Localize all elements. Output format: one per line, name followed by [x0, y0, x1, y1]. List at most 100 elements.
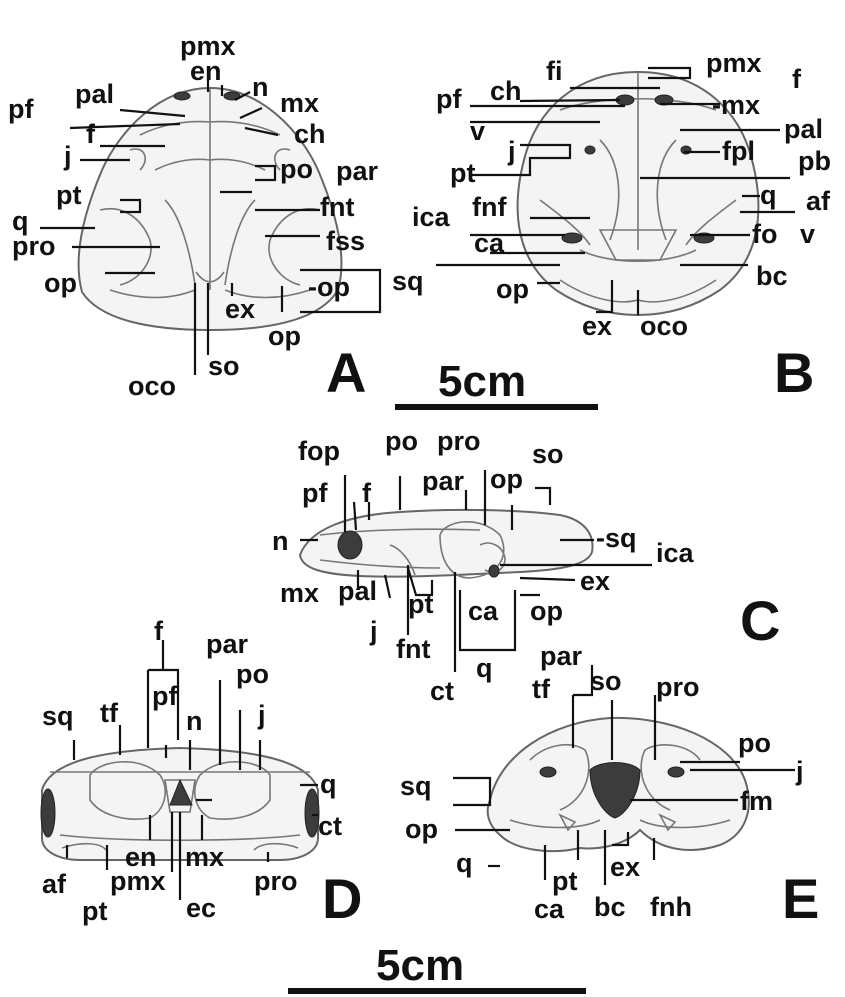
- label-a-sq: sq: [392, 266, 424, 296]
- panel-letter-a: A: [326, 341, 366, 404]
- label-b-ch: ch: [490, 76, 522, 106]
- label-a-n: n: [252, 72, 269, 102]
- label-a-en: en: [190, 56, 222, 86]
- label-e-op: op: [405, 814, 438, 844]
- label-a-pt: pt: [56, 180, 81, 210]
- panel-c: fop po pro so pf f par op n -sq ica ex m…: [272, 426, 780, 706]
- label-d-mx: mx: [185, 842, 224, 872]
- label-d-ec: ec: [186, 893, 216, 923]
- label-e-fm: fm: [740, 786, 773, 816]
- label-c-op-lower: op: [530, 596, 563, 626]
- label-d-par: par: [206, 629, 249, 659]
- label-b-ca: ca: [474, 228, 505, 258]
- label-b-pt: pt: [450, 158, 475, 188]
- panel-letter-b: B: [774, 341, 814, 404]
- label-c-ca: ca: [468, 596, 499, 626]
- panel-d-labels: f par pf po sq tf n j q ct en mx af pmx …: [42, 616, 362, 930]
- panel-c-leaders: [300, 470, 652, 672]
- panel-b-labels: pmx f fi pf ch -mx v pal j fpl pb pt q a…: [412, 48, 831, 404]
- panel-a-labels: pmx en n mx pf pal ch f j po par pt fnt …: [8, 31, 424, 404]
- label-a-j: j: [63, 141, 72, 171]
- label-a-mx: mx: [280, 88, 319, 118]
- label-b-mx: -mx: [712, 90, 760, 120]
- label-d-q: q: [320, 769, 337, 799]
- label-c-par: par: [422, 466, 465, 496]
- label-e-ex: ex: [610, 852, 640, 882]
- label-c-q: q: [476, 653, 493, 683]
- label-a-ch: ch: [294, 119, 326, 149]
- label-a-op-right: -op: [308, 272, 350, 302]
- label-c-so: so: [532, 439, 564, 469]
- scale-bar-top: 5cm: [395, 357, 598, 410]
- label-a-fss: fss: [326, 226, 365, 256]
- label-d-pro: pro: [254, 866, 298, 896]
- label-c-j: j: [369, 616, 378, 646]
- label-d-ct: ct: [318, 811, 342, 841]
- label-e-q: q: [456, 848, 473, 878]
- label-b-bc: bc: [756, 261, 788, 291]
- label-c-n: n: [272, 526, 289, 556]
- label-d-pt: pt: [82, 896, 107, 926]
- label-b-fpl: fpl: [722, 136, 755, 166]
- label-b-pal: pal: [784, 114, 823, 144]
- label-b-v-lower: v: [800, 219, 815, 249]
- label-a-q: q: [12, 206, 29, 236]
- panel-e-labels: par tf so pro po j sq fm op q ex pt ca b…: [400, 641, 819, 930]
- label-b-fnf: fnf: [472, 192, 507, 222]
- label-e-fnh: fnh: [650, 892, 692, 922]
- label-d-n: n: [186, 706, 203, 736]
- label-c-fnt: fnt: [396, 634, 430, 664]
- label-c-mx: mx: [280, 578, 319, 608]
- label-e-j: j: [795, 756, 804, 786]
- label-e-sq: sq: [400, 771, 432, 801]
- label-a-pro: pro: [12, 231, 56, 261]
- panel-e-leaders: [453, 665, 795, 885]
- label-b-fo: fo: [752, 219, 777, 249]
- label-a-pmx: pmx: [180, 31, 236, 61]
- panel-a: pmx en n mx pf pal ch f j po par pt fnt …: [8, 31, 424, 404]
- label-b-ica: ica: [412, 202, 451, 232]
- label-c-ex: ex: [580, 566, 610, 596]
- label-a-fnt: fnt: [320, 192, 354, 222]
- label-b-pmx: pmx: [706, 48, 762, 78]
- panel-c-skull-drawing: [298, 508, 594, 579]
- label-c-f: f: [362, 478, 372, 508]
- panel-a-skull-drawing: [77, 86, 343, 332]
- label-d-po: po: [236, 659, 269, 689]
- panel-letter-c: C: [740, 589, 780, 652]
- label-a-oco: oco: [128, 371, 176, 401]
- label-b-f: f: [792, 64, 802, 94]
- label-d-pmx: pmx: [110, 866, 166, 896]
- label-b-op: op: [496, 274, 529, 304]
- label-e-tf: tf: [532, 674, 551, 704]
- panel-a-leaders: [40, 66, 382, 375]
- label-b-j: j: [507, 136, 516, 166]
- label-c-ica: ica: [656, 538, 695, 568]
- label-a-pf: pf: [8, 94, 34, 124]
- label-c-pro: pro: [437, 426, 481, 456]
- panel-d: f par pf po sq tf n j q ct en mx af pmx …: [40, 616, 362, 930]
- label-b-q: q: [760, 180, 777, 210]
- scale-bar-bottom-label: 5cm: [376, 941, 464, 990]
- scale-bar-top-label: 5cm: [438, 357, 526, 406]
- label-e-par: par: [540, 641, 583, 671]
- label-c-pt: pt: [408, 589, 433, 619]
- label-a-ex: ex: [225, 294, 255, 324]
- panel-b-leaders: [436, 66, 795, 315]
- label-e-po: po: [738, 728, 771, 758]
- label-d-sq: sq: [42, 701, 74, 731]
- label-d-pf: pf: [152, 681, 178, 711]
- label-c-pal: pal: [338, 576, 377, 606]
- label-d-af: af: [42, 869, 67, 899]
- label-b-pf: pf: [436, 84, 462, 114]
- label-e-so: so: [590, 666, 622, 696]
- label-c-sq: -sq: [596, 523, 637, 553]
- label-c-pf: pf: [302, 478, 328, 508]
- label-a-op-lower: op: [268, 321, 301, 351]
- label-b-fi: fi: [546, 56, 563, 86]
- panel-e: par tf so pro po j sq fm op q ex pt ca b…: [400, 641, 819, 930]
- panel-b: pmx f fi pf ch -mx v pal j fpl pb pt q a…: [412, 48, 831, 404]
- label-b-ex: ex: [582, 311, 612, 341]
- label-e-ca: ca: [534, 894, 565, 924]
- label-a-pal: pal: [75, 79, 114, 109]
